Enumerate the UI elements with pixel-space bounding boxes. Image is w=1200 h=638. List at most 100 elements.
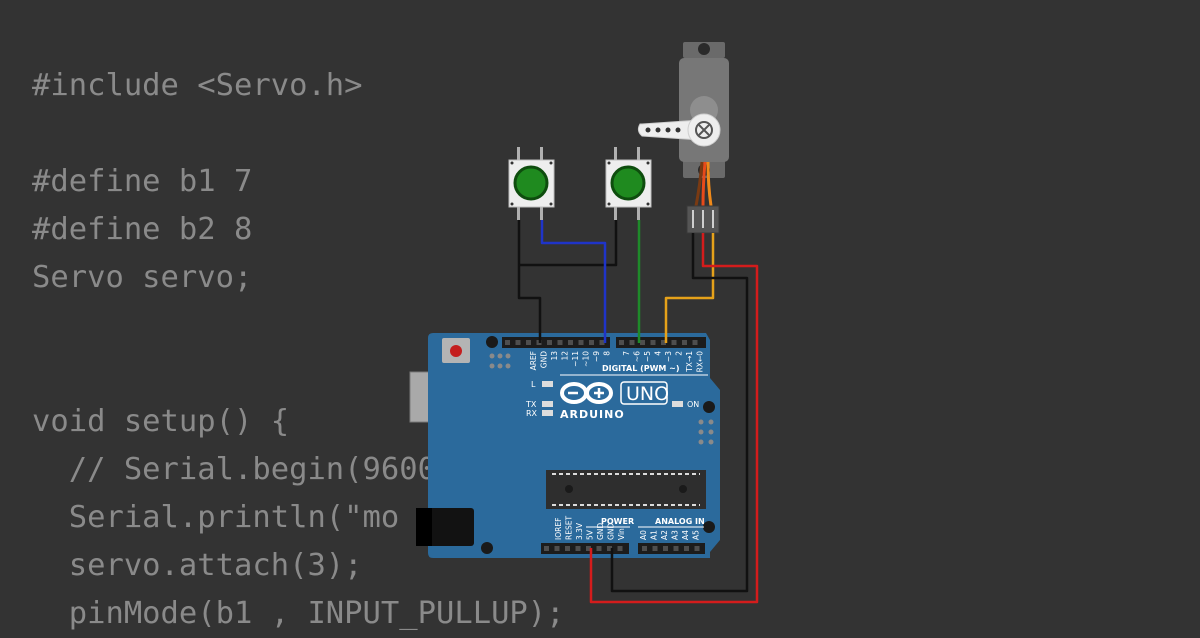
- microcontroller-chip: [546, 470, 706, 509]
- header-hole[interactable]: [505, 340, 510, 345]
- reset-button[interactable]: [442, 338, 470, 363]
- header-hole[interactable]: [554, 546, 560, 551]
- icsp-header: [489, 353, 511, 369]
- digital-header[interactable]: [502, 337, 706, 348]
- led-rx: RX: [526, 409, 553, 418]
- analog-pin-label: A1: [650, 530, 659, 540]
- digital-pin-label: 4: [654, 351, 663, 356]
- analog-header[interactable]: [638, 543, 705, 554]
- wires: [517, 220, 759, 604]
- code-line-11: servo.attach(3);: [32, 548, 363, 583]
- header-hole[interactable]: [663, 546, 668, 551]
- header-hole[interactable]: [526, 340, 531, 345]
- header-hole[interactable]: [586, 546, 591, 551]
- header-hole[interactable]: [578, 340, 584, 345]
- header-hole[interactable]: [575, 546, 581, 551]
- code-line-9: // Serial.begin(9600);: [32, 452, 473, 487]
- header-hole[interactable]: [596, 546, 602, 551]
- digital-pin-label: ~6: [633, 351, 642, 362]
- digital-pin-label: 7: [622, 351, 631, 356]
- header-hole[interactable]: [599, 340, 605, 345]
- led-l-label: L: [531, 380, 536, 389]
- code-line-12: pinMode(b1 , INPUT_PULLUP);: [32, 596, 565, 631]
- header-hole[interactable]: [629, 340, 635, 345]
- digital-pin-label: AREF: [529, 351, 538, 370]
- analog-label: ANALOG IN: [655, 517, 705, 526]
- digital-pin-label: ~3: [664, 351, 673, 362]
- header-hole[interactable]: [682, 340, 687, 345]
- mount-hole: [481, 542, 493, 554]
- arduino-logo: ARDUINO UNO: [560, 381, 669, 421]
- push-button-b2[interactable]: [605, 147, 652, 220]
- analog-pin-label: A0: [639, 530, 648, 540]
- header-hole[interactable]: [640, 340, 645, 345]
- digital-pin-label: ~9: [592, 351, 601, 362]
- digital-pin-label: TX→1: [685, 351, 694, 373]
- header-hole[interactable]: [589, 340, 594, 345]
- button-cap: [513, 165, 549, 201]
- power-pin-label: 5V: [586, 529, 595, 540]
- digital-pin-label: 12: [561, 351, 570, 361]
- header-hole[interactable]: [565, 546, 570, 551]
- icsp-header-right: [698, 419, 714, 445]
- header-hole[interactable]: [619, 340, 624, 345]
- header-hole[interactable]: [652, 546, 658, 551]
- analog-pin-label: A5: [692, 530, 701, 540]
- code-editor[interactable]: #include <Servo.h>#define b1 7#define b2…: [32, 62, 565, 638]
- power-pin-label: IOREF: [554, 518, 563, 540]
- header-hole[interactable]: [617, 546, 623, 551]
- header-hole[interactable]: [694, 546, 700, 551]
- wire-servo-gnd: [610, 233, 749, 593]
- digital-pin-label: 2: [675, 351, 684, 356]
- header-hole[interactable]: [607, 546, 612, 551]
- header-hole[interactable]: [692, 340, 698, 345]
- digital-pin-label: 13: [550, 351, 559, 361]
- header-hole[interactable]: [661, 340, 666, 345]
- servo-screw-icon: [695, 121, 713, 139]
- header-hole[interactable]: [642, 546, 647, 551]
- code-line-8: void setup() {: [32, 404, 290, 439]
- code-line-5: Servo servo;: [32, 260, 253, 295]
- digital-pin-label: ~11: [571, 351, 580, 367]
- code-line-10: Serial.println("mo: [32, 500, 400, 535]
- power-label: POWER: [601, 517, 634, 526]
- header-hole[interactable]: [684, 546, 689, 551]
- wire-servo-vcc: [589, 233, 759, 604]
- power-pin-label: GND: [596, 523, 605, 540]
- power-header[interactable]: [541, 543, 629, 554]
- header-hole[interactable]: [568, 340, 573, 345]
- power-pin-label: GND: [607, 523, 616, 540]
- header-hole[interactable]: [515, 340, 521, 345]
- wire-servo-signal: [664, 233, 715, 343]
- digital-header-label: DIGITAL (PWM ~): [602, 364, 680, 373]
- mount-hole: [486, 336, 498, 348]
- push-button-b1[interactable]: [508, 147, 555, 220]
- digital-pin-label: RX←0: [696, 351, 705, 373]
- header-hole[interactable]: [544, 546, 549, 551]
- mount-hole: [703, 521, 715, 533]
- servo-motor[interactable]: [637, 42, 729, 234]
- header-hole[interactable]: [557, 340, 563, 345]
- code-line-3: #define b1 7: [32, 164, 253, 199]
- power-pin-label: 3.3V: [575, 522, 584, 540]
- header-hole[interactable]: [671, 340, 677, 345]
- led-rx-label: RX: [526, 409, 538, 418]
- digital-pin-label: GND: [540, 351, 549, 368]
- power-pin-label: Vin: [617, 528, 626, 540]
- analog-pin-label: A2: [660, 530, 669, 540]
- header-hole[interactable]: [547, 340, 552, 345]
- header-hole[interactable]: [650, 340, 656, 345]
- infinity-icon: [560, 382, 613, 404]
- wire-b1-pin8: [540, 220, 607, 343]
- digital-pin-label: 8: [603, 351, 612, 356]
- header-hole[interactable]: [673, 546, 679, 551]
- led-l: L: [531, 380, 553, 389]
- analog-pin-label: A3: [671, 530, 680, 540]
- digital-pin-label: ~5: [643, 351, 652, 362]
- led-tx: TX: [525, 400, 553, 409]
